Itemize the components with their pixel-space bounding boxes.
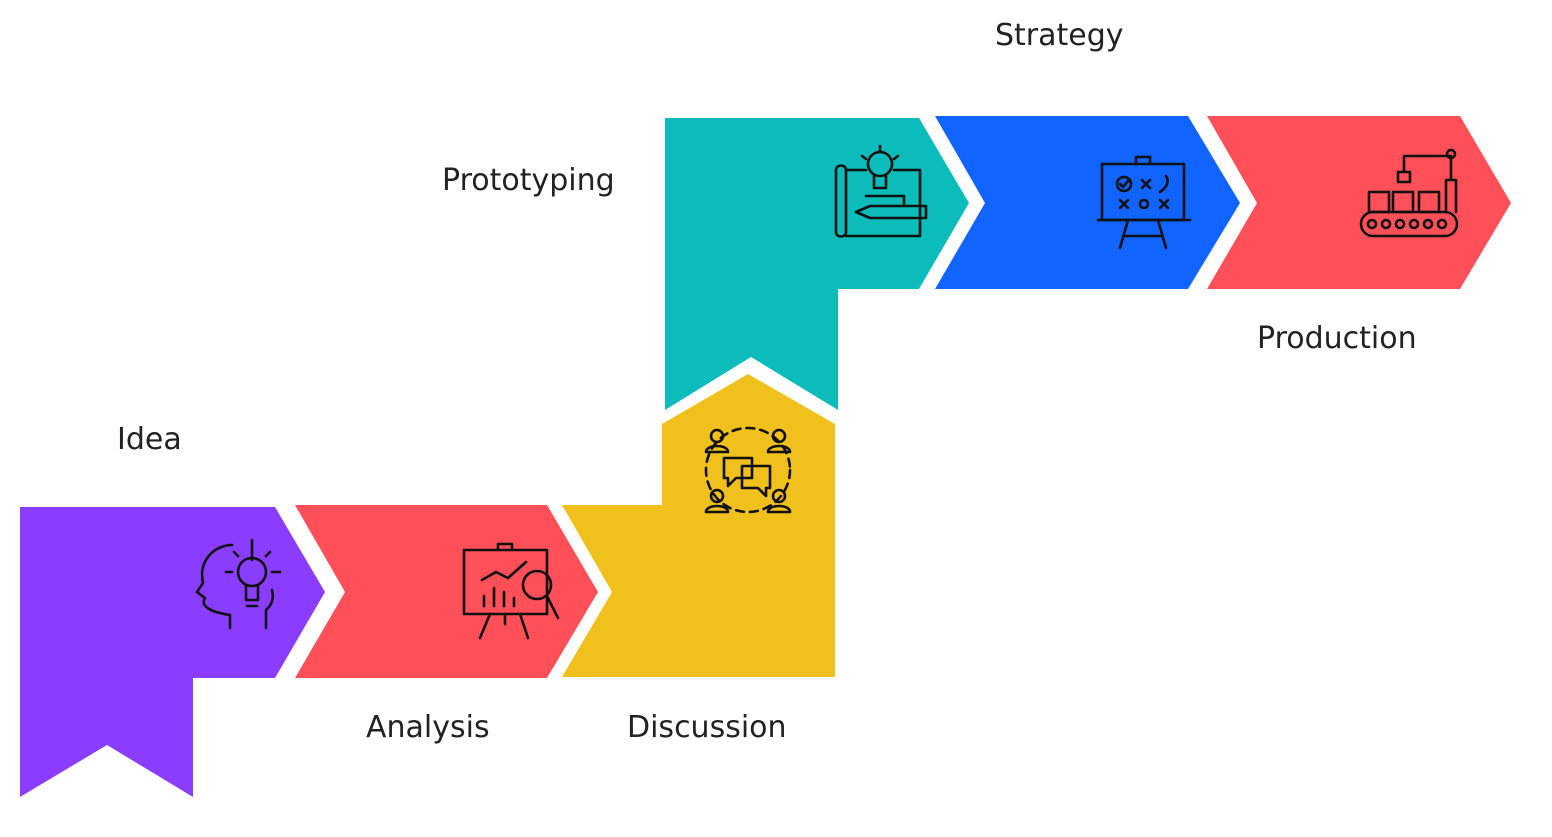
- strategy-label: Strategy: [995, 18, 1124, 53]
- presentation-chart-magnifier-icon: [462, 542, 560, 640]
- discussion-label: Discussion: [627, 710, 787, 745]
- blueprint-lightbulb-pencil-icon: [834, 144, 928, 238]
- head-lightbulb-icon: [195, 538, 282, 630]
- production-shape: [1207, 116, 1511, 289]
- conveyor-robot-arm-icon: [1359, 148, 1459, 238]
- analysis-label: Analysis: [366, 710, 490, 745]
- analysis-shape: [295, 505, 598, 678]
- prototyping-label: Prototyping: [442, 163, 615, 198]
- idea-shape: [20, 507, 325, 797]
- discussion-shape: [562, 374, 835, 677]
- prototyping-shape: [665, 118, 969, 410]
- group-chat-icon: [704, 426, 792, 514]
- idea-label: Idea: [117, 422, 182, 457]
- strategy-board-icon: [1096, 155, 1192, 250]
- production-label: Production: [1257, 321, 1417, 356]
- strategy-shape: [935, 116, 1240, 289]
